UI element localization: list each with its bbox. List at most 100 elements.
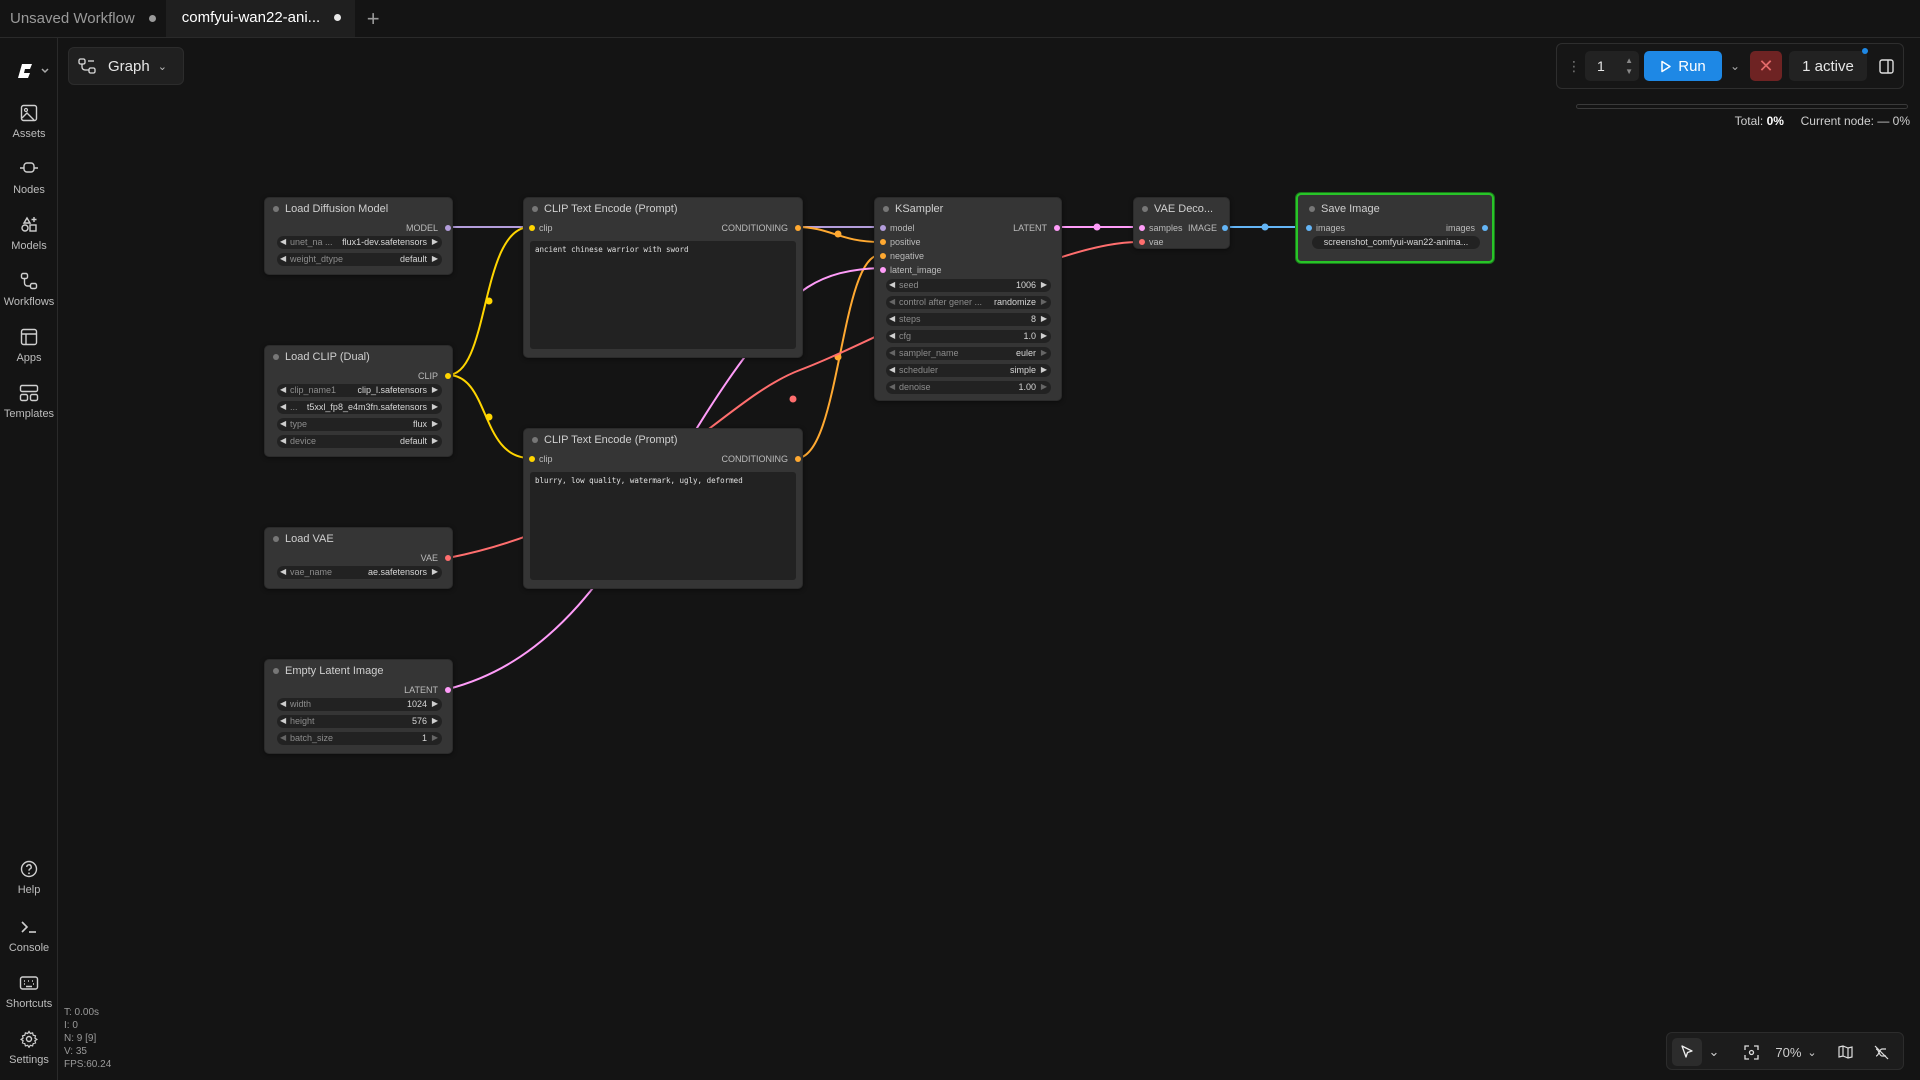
arrow-right-icon[interactable]: ▶	[431, 436, 438, 445]
arrow-left-icon[interactable]: ◀	[889, 348, 896, 357]
batch-count-input[interactable]: 1 ▲▼	[1585, 51, 1639, 81]
toggle-links-button[interactable]	[1867, 1033, 1895, 1071]
node-ksampler[interactable]: KSampler model positive negative latent_…	[874, 197, 1062, 401]
sidebar-item-assets[interactable]: Assets	[0, 104, 58, 140]
queue-active-button[interactable]: 1 active	[1789, 51, 1867, 81]
run-options-chevron-icon[interactable]: ⌄	[1729, 59, 1741, 73]
graph-menu-button[interactable]: Graph ⌄	[68, 47, 184, 85]
input-positive-slot[interactable]	[880, 239, 886, 245]
unsaved-dot-icon[interactable]	[334, 14, 342, 21]
arrow-right-icon[interactable]: ▶	[1040, 365, 1047, 374]
sidebar-item-console[interactable]: Console	[0, 918, 58, 954]
arrow-left-icon[interactable]: ◀	[280, 716, 287, 725]
widget-clip-device[interactable]: ◀ device default ▶	[277, 435, 442, 448]
unsaved-dot-icon[interactable]	[148, 15, 156, 22]
node-empty-latent-image[interactable]: Empty Latent Image LATENT ◀ width 1024 ▶…	[264, 659, 453, 754]
input-negative-slot[interactable]	[880, 253, 886, 259]
node-title[interactable]: Save Image	[1301, 198, 1489, 220]
output-model-slot[interactable]	[445, 225, 451, 231]
arrow-right-icon[interactable]: ▶	[431, 716, 438, 725]
arrow-right-icon[interactable]: ▶	[1040, 280, 1047, 289]
chevron-down-icon[interactable]: ▼	[1625, 67, 1633, 76]
input-latent-image-slot[interactable]	[880, 267, 886, 273]
sidebar-item-apps[interactable]: Apps	[0, 328, 58, 364]
widget-scheduler[interactable]: ◀ scheduler simple ▶	[886, 364, 1051, 377]
arrow-left-icon[interactable]: ◀	[280, 436, 287, 445]
input-vae-slot[interactable]	[1139, 239, 1145, 245]
arrow-right-icon[interactable]: ▶	[431, 699, 438, 708]
node-load-diffusion-model[interactable]: Load Diffusion Model MODEL ◀ unet_na ...…	[264, 197, 453, 275]
widget-batch-size[interactable]: ◀ batch_size 1 ▶	[277, 732, 442, 745]
minimap-button[interactable]	[1831, 1033, 1859, 1071]
arrow-left-icon[interactable]: ◀	[889, 297, 896, 306]
input-model-slot[interactable]	[880, 225, 886, 231]
fit-view-button[interactable]	[1737, 1033, 1765, 1071]
arrow-left-icon[interactable]: ◀	[889, 280, 896, 289]
node-title[interactable]: VAE Deco...	[1134, 198, 1229, 220]
prompt-textarea[interactable]: ancient chinese warrior with sword	[530, 241, 796, 349]
add-tab-button[interactable]: +	[366, 5, 380, 31]
input-images-slot[interactable]	[1306, 225, 1312, 231]
arrow-right-icon[interactable]: ▶	[1040, 297, 1047, 306]
input-clip-slot[interactable]	[529, 456, 535, 462]
comfy-logo-icon[interactable]	[18, 60, 50, 82]
output-latent-slot[interactable]	[1054, 225, 1060, 231]
arrow-right-icon[interactable]: ▶	[1040, 382, 1047, 391]
widget-control-after-generate[interactable]: ◀ control after gener ... randomize ▶	[886, 296, 1051, 309]
sidebar-item-templates[interactable]: Templates	[0, 384, 58, 420]
output-image-slot[interactable]	[1222, 225, 1228, 231]
widget-weight-dtype[interactable]: ◀ weight_dtype default ▶	[277, 253, 442, 266]
node-title[interactable]: CLIP Text Encode (Prompt)	[524, 429, 802, 451]
output-images-slot[interactable]	[1482, 225, 1488, 231]
select-tool-button[interactable]	[1672, 1033, 1702, 1071]
sidebar-item-nodes[interactable]: Nodes	[0, 160, 58, 196]
zoom-control[interactable]: 70% ⌄	[1771, 1033, 1821, 1071]
chevron-up-icon[interactable]: ▲	[1625, 56, 1633, 65]
widget-clip-name2[interactable]: ◀ ... t5xxl_fp8_e4m3fn.safetensors ▶	[277, 401, 442, 414]
arrow-left-icon[interactable]: ◀	[280, 237, 287, 246]
node-clip-text-encode-negative[interactable]: CLIP Text Encode (Prompt) clip CONDITION…	[523, 428, 803, 589]
batch-stepper[interactable]: ▲▼	[1625, 55, 1633, 77]
widget-unet-name[interactable]: ◀ unet_na ... flux1-dev.safetensors ▶	[277, 236, 442, 249]
output-clip-slot[interactable]	[445, 373, 451, 379]
tool-mode-chevron-icon[interactable]: ⌄	[1708, 1044, 1720, 1059]
output-latent-slot[interactable]	[445, 687, 451, 693]
arrow-right-icon[interactable]: ▶	[431, 402, 438, 411]
arrow-left-icon[interactable]: ◀	[280, 733, 287, 742]
node-title[interactable]: Empty Latent Image	[265, 660, 452, 682]
arrow-left-icon[interactable]: ◀	[889, 365, 896, 374]
arrow-right-icon[interactable]: ▶	[431, 419, 438, 428]
arrow-left-icon[interactable]: ◀	[280, 402, 287, 411]
node-title[interactable]: CLIP Text Encode (Prompt)	[524, 198, 802, 220]
input-samples-slot[interactable]	[1139, 225, 1145, 231]
input-clip-slot[interactable]	[529, 225, 535, 231]
widget-seed[interactable]: ◀ seed 1006 ▶	[886, 279, 1051, 292]
arrow-right-icon[interactable]: ▶	[431, 733, 438, 742]
widget-denoise[interactable]: ◀ denoise 1.00 ▶	[886, 381, 1051, 394]
widget-sampler-name[interactable]: ◀ sampler_name euler ▶	[886, 347, 1051, 360]
widget-height[interactable]: ◀ height 576 ▶	[277, 715, 442, 728]
output-conditioning-slot[interactable]	[795, 456, 801, 462]
run-button[interactable]: Run	[1644, 51, 1722, 81]
sidebar-item-models[interactable]: Models	[0, 216, 58, 252]
toggle-panel-button[interactable]	[1873, 51, 1899, 81]
arrow-left-icon[interactable]: ◀	[280, 385, 287, 394]
arrow-right-icon[interactable]: ▶	[1040, 348, 1047, 357]
arrow-left-icon[interactable]: ◀	[280, 419, 287, 428]
sidebar-item-shortcuts[interactable]: Shortcuts	[0, 974, 58, 1010]
node-title[interactable]: Load CLIP (Dual)	[265, 346, 452, 368]
arrow-left-icon[interactable]: ◀	[889, 382, 896, 391]
arrow-left-icon[interactable]: ◀	[889, 331, 896, 340]
arrow-right-icon[interactable]: ▶	[431, 237, 438, 246]
widget-vae-name[interactable]: ◀ vae_name ae.safetensors ▶	[277, 566, 442, 579]
node-title[interactable]: Load VAE	[265, 528, 452, 550]
arrow-left-icon[interactable]: ◀	[280, 254, 287, 263]
output-vae-slot[interactable]	[445, 555, 451, 561]
arrow-right-icon[interactable]: ▶	[431, 254, 438, 263]
node-clip-text-encode-positive[interactable]: CLIP Text Encode (Prompt) clip CONDITION…	[523, 197, 803, 358]
node-load-vae[interactable]: Load VAE VAE ◀ vae_name ae.safetensors ▶	[264, 527, 453, 589]
output-conditioning-slot[interactable]	[795, 225, 801, 231]
widget-width[interactable]: ◀ width 1024 ▶	[277, 698, 442, 711]
widget-clip-name1[interactable]: ◀ clip_name1 clip_l.safetensors ▶	[277, 384, 442, 397]
sidebar-item-help[interactable]: Help	[0, 860, 58, 896]
